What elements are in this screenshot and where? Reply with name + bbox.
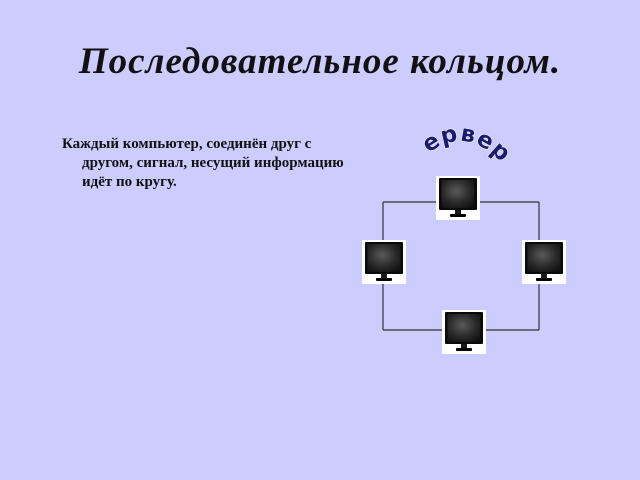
slide-body-text: Каждый компьютер, соединён друг с другом… [62, 136, 344, 190]
computer-server [436, 176, 480, 220]
monitor-icon [436, 176, 480, 220]
slide-title: Последовательное кольцом. [78, 41, 562, 82]
monitor-icon [362, 240, 406, 284]
monitor-icon [522, 240, 566, 284]
computer-bottom [442, 310, 486, 354]
server-label: сервер [0, 0, 516, 167]
computer-left [362, 240, 406, 284]
monitor-icon [442, 310, 486, 354]
computer-right [522, 240, 566, 284]
